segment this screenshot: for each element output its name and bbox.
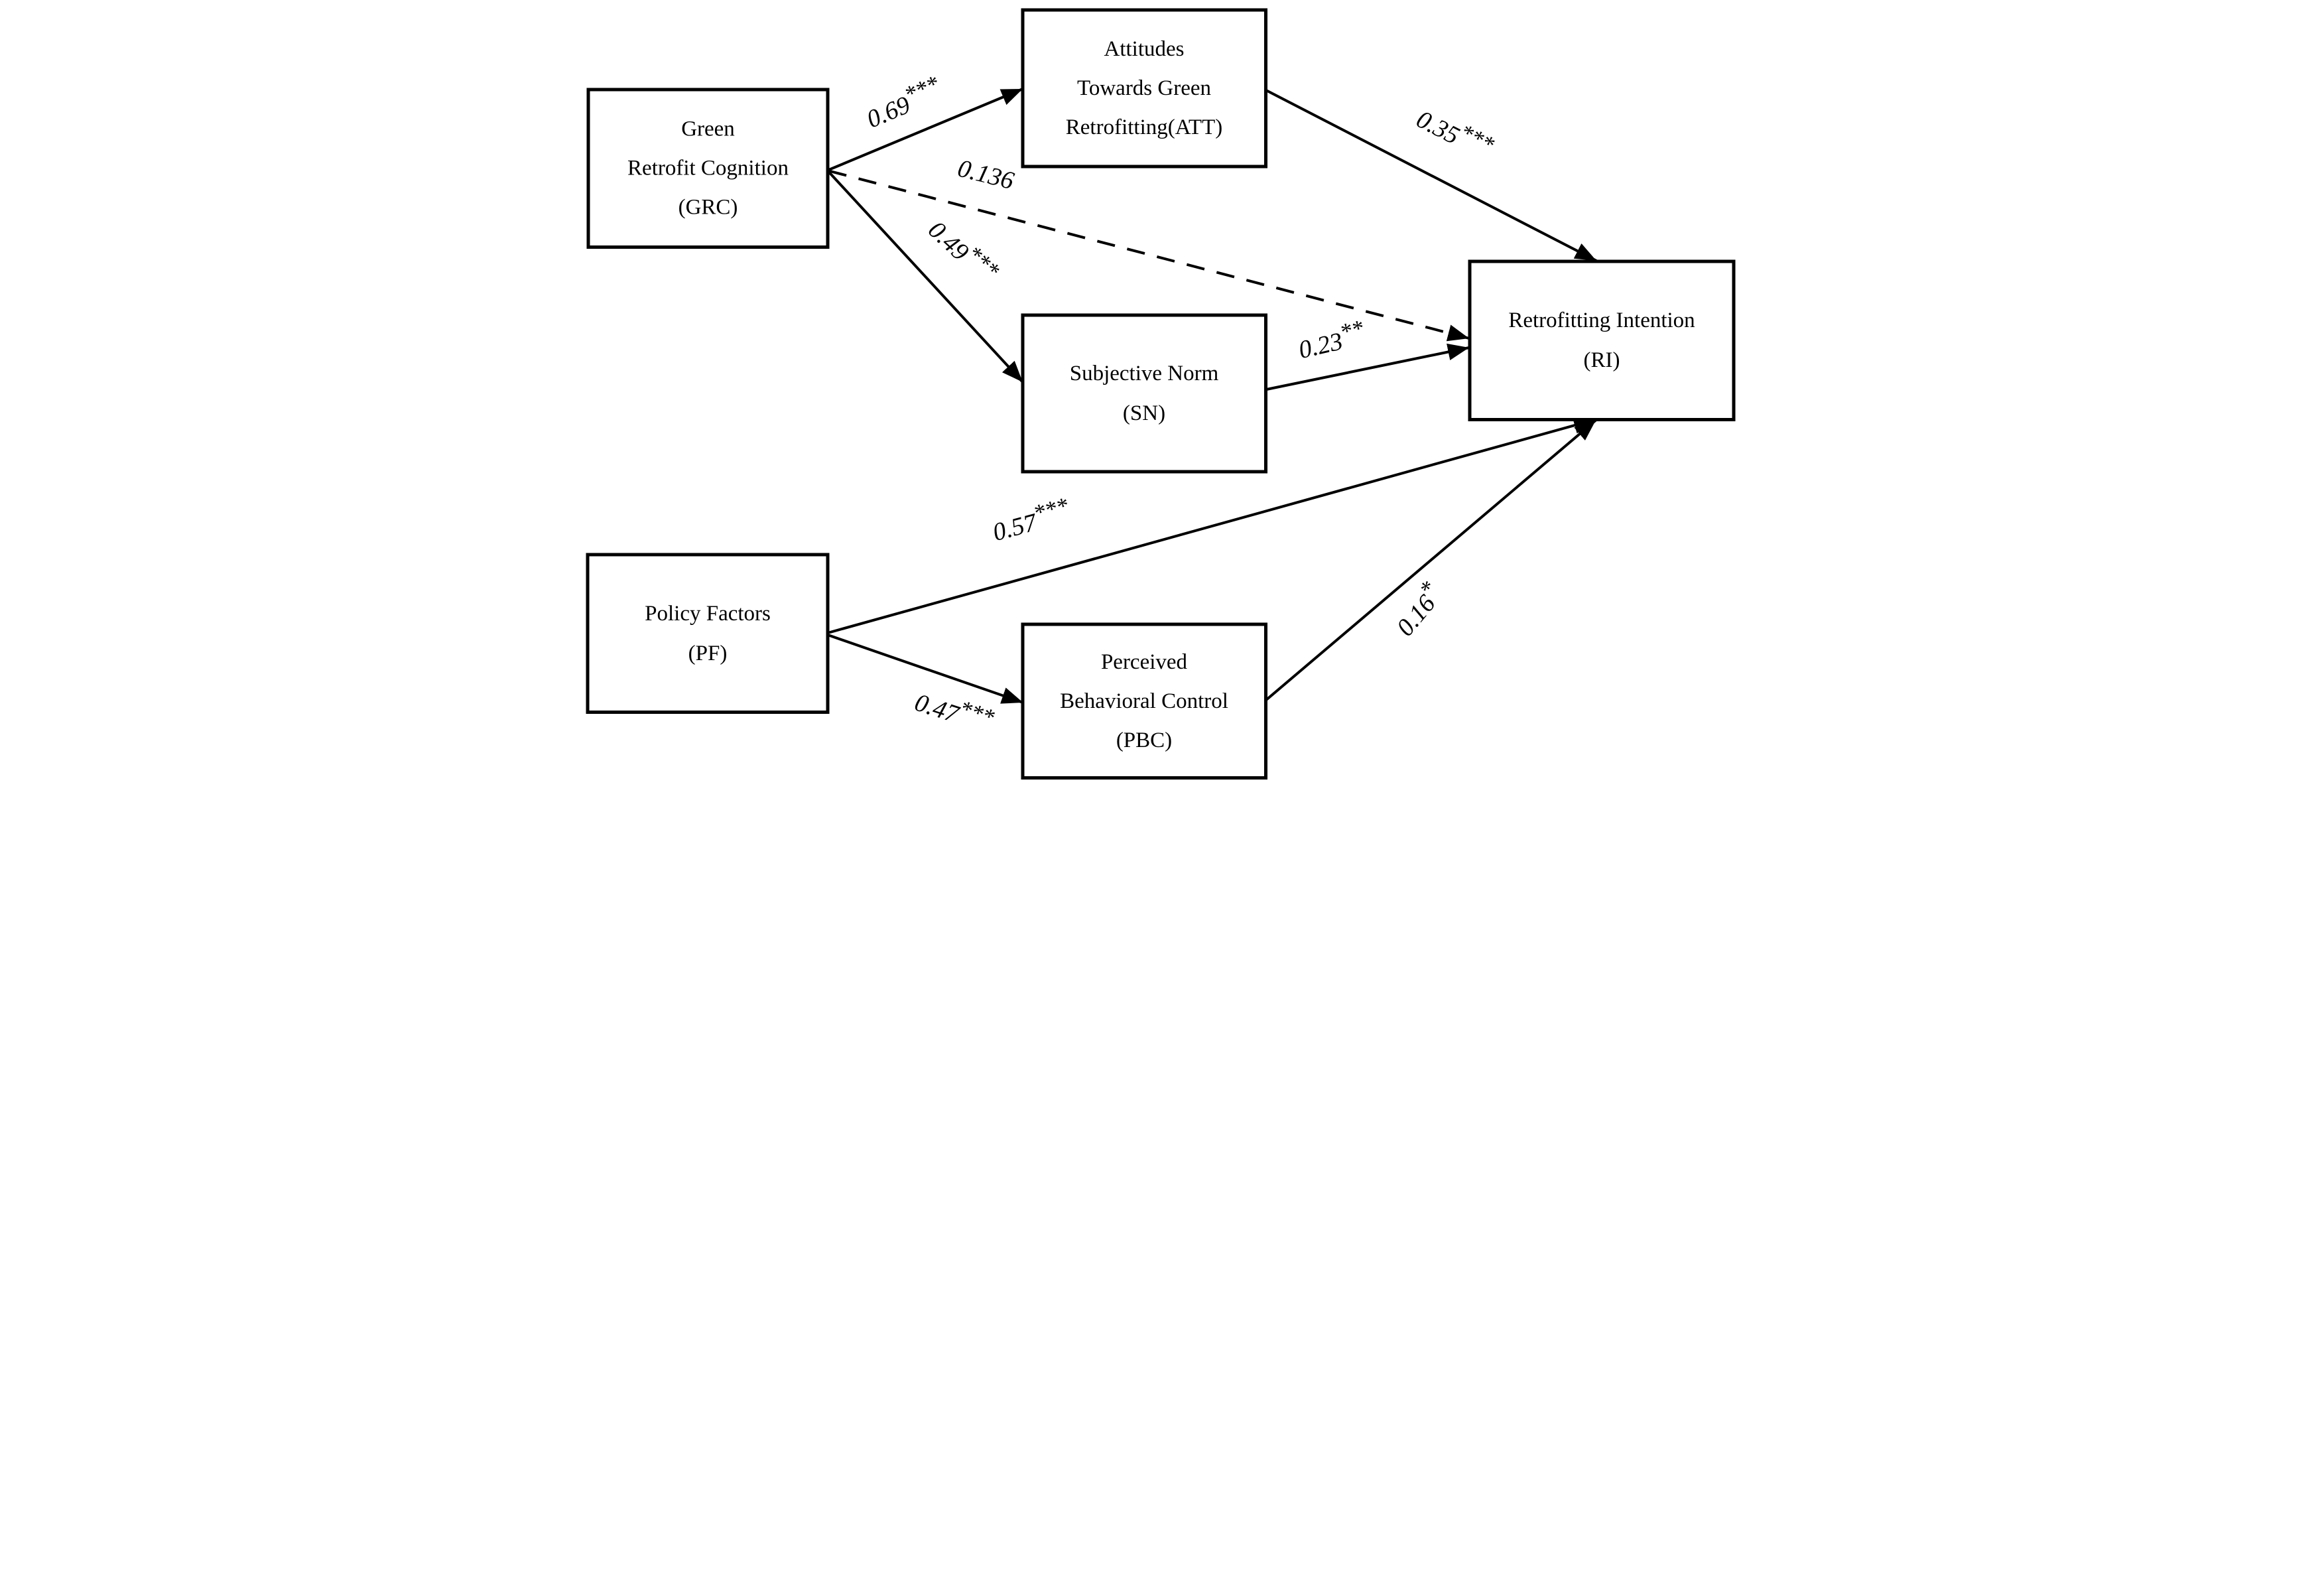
grc-to-sn-arrow <box>828 171 1024 383</box>
grc-to-att-arrow <box>828 88 1023 171</box>
att-label-line: Attitudes <box>1104 37 1185 61</box>
pbc-label-line: Behavioral Control <box>1060 689 1228 713</box>
node-att: Attitudes Towards Green Retrofitting(ATT… <box>1021 8 1267 169</box>
ri-box <box>1468 259 1736 421</box>
grc-box <box>586 88 830 249</box>
grc-sn-coefficient: 0.49*** <box>923 210 1005 290</box>
sn-box <box>1021 313 1267 474</box>
sn-ri-coefficient: 0.23** <box>1295 315 1368 365</box>
pbc-to-ri-arrow <box>1260 419 1597 705</box>
sn-label-line: (SN) <box>1123 401 1165 425</box>
att-ri-coefficient: 0.35*** <box>1412 99 1499 166</box>
diagram-canvas: Green Retrofit Cognition (GRC) Attitudes… <box>581 0 1743 786</box>
att-to-ri-arrow <box>1263 88 1597 262</box>
att-label-line: Retrofitting(ATT) <box>1066 115 1222 139</box>
path-diagram-figure: Green Retrofit Cognition (GRC) Attitudes… <box>581 0 1743 786</box>
grc-ri-coefficient: 0.136 <box>955 155 1017 195</box>
att-label-line: Towards Green <box>1077 76 1211 100</box>
pf-to-pbc-arrow <box>827 634 1024 704</box>
path-arrows <box>827 88 1597 705</box>
grc-att-coefficient: 0.69*** <box>860 70 947 133</box>
pbc-label-line: Perceived <box>1101 650 1188 674</box>
node-sn: Subjective Norm (SN) <box>1021 313 1267 474</box>
pf-to-ri-arrow <box>827 417 1596 634</box>
grc-label-line: (GRC) <box>678 196 738 220</box>
node-ri: Retrofitting Intention (RI) <box>1468 259 1736 421</box>
pf-ri-coefficient: 0.57*** <box>988 492 1074 547</box>
node-pbc: Perceived Behavioral Control (PBC) <box>1021 622 1267 780</box>
pf-box <box>586 553 830 714</box>
pbc-box <box>1021 622 1267 780</box>
ri-label-line: Retrofitting Intention <box>1508 308 1695 332</box>
node-pf: Policy Factors (PF) <box>586 553 830 714</box>
sn-to-ri-arrow <box>1264 343 1470 391</box>
att-box <box>1021 8 1267 169</box>
grc-label-line: Green <box>681 117 735 141</box>
grc-to-ri-dashed-arrow <box>828 169 1470 342</box>
pf-label-line: Policy Factors <box>645 602 771 626</box>
pbc-ri-coefficient: 0.16* <box>1386 576 1449 642</box>
pf-label-line: (PF) <box>688 642 728 665</box>
sn-label-line: Subjective Norm <box>1070 362 1219 385</box>
ri-label-line: (RI) <box>1584 348 1620 372</box>
node-grc: Green Retrofit Cognition (GRC) <box>586 88 830 249</box>
grc-label-line: Retrofit Cognition <box>627 157 789 180</box>
pbc-label-line: (PBC) <box>1116 728 1172 752</box>
